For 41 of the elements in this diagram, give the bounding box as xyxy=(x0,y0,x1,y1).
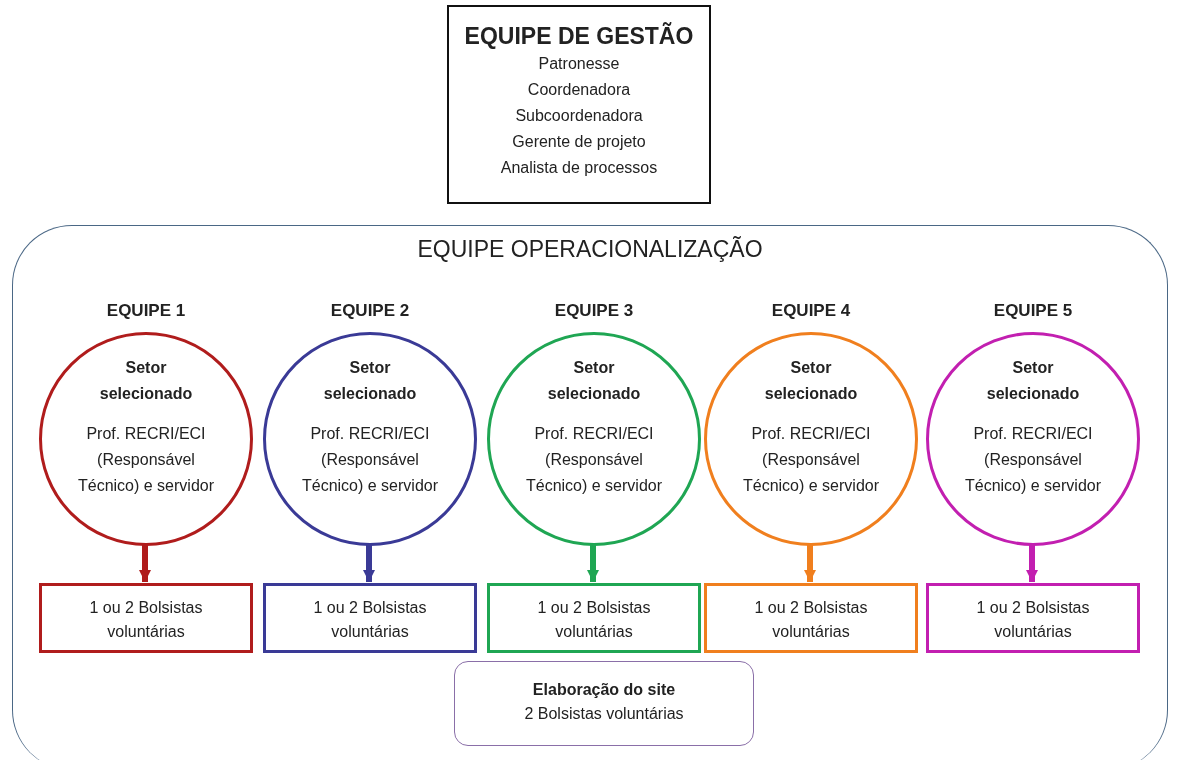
sector-heading: Setor selecionado xyxy=(98,358,194,404)
staff-text: Prof. RECRI/ECI (Responsável Técnico) e servidor xyxy=(741,424,880,496)
role-text: Analista de processos xyxy=(499,158,659,178)
scholarship-text: 1 ou 2 Bolsistas voluntárias xyxy=(975,598,1091,642)
arrow xyxy=(587,545,599,582)
panel-heading: EQUIPE OPERACIONALIZAÇÃO xyxy=(416,236,764,263)
staff-text: Prof. RECRI/ECI (Responsável Técnico) e servidor xyxy=(963,424,1102,496)
site-heading: Elaboração do site xyxy=(531,680,677,700)
scholarship-box xyxy=(704,583,918,653)
management-team-box xyxy=(447,5,711,204)
scholarship-text: 1 ou 2 Bolsistas voluntárias xyxy=(536,598,652,642)
arrow xyxy=(804,545,816,582)
team-label: EQUIPE 5 xyxy=(993,301,1073,321)
scholarship-text: 1 ou 2 Bolsistas voluntárias xyxy=(88,598,204,642)
sector-heading: Setor selecionado xyxy=(322,358,418,404)
arrow xyxy=(1026,545,1038,582)
role-text: Patronesse xyxy=(537,54,621,74)
scholarship-box xyxy=(926,583,1140,653)
scholarship-text: 2 Bolsistas voluntárias xyxy=(523,704,685,724)
sector-heading: Setor selecionado xyxy=(985,358,1081,404)
scholarship-text: 1 ou 2 Bolsistas voluntárias xyxy=(753,598,869,642)
scholarship-box xyxy=(487,583,701,653)
team-heading: EQUIPE DE GESTÃO xyxy=(463,21,695,51)
team-label: EQUIPE 1 xyxy=(106,301,186,321)
arrow xyxy=(363,545,375,582)
sector-heading: Setor selecionado xyxy=(546,358,642,404)
role-text: Gerente de projeto xyxy=(511,132,647,152)
staff-text: Prof. RECRI/ECI (Responsável Técnico) e servidor xyxy=(300,424,439,496)
staff-text: Prof. RECRI/ECI (Responsável Técnico) e servidor xyxy=(76,424,215,496)
staff-text: Prof. RECRI/ECI (Responsável Técnico) e servidor xyxy=(524,424,663,496)
role-text: Subcoordenadora xyxy=(514,106,644,126)
scholarship-text: 1 ou 2 Bolsistas voluntárias xyxy=(312,598,428,642)
scholarship-box xyxy=(39,583,253,653)
team-label: EQUIPE 4 xyxy=(771,301,851,321)
team-label: EQUIPE 2 xyxy=(330,301,410,321)
role-text: Coordenadora xyxy=(526,80,632,100)
arrow xyxy=(139,545,151,582)
team-label: EQUIPE 3 xyxy=(554,301,634,321)
website-team-box xyxy=(454,661,754,746)
scholarship-box xyxy=(263,583,477,653)
sector-heading: Setor selecionado xyxy=(763,358,859,404)
